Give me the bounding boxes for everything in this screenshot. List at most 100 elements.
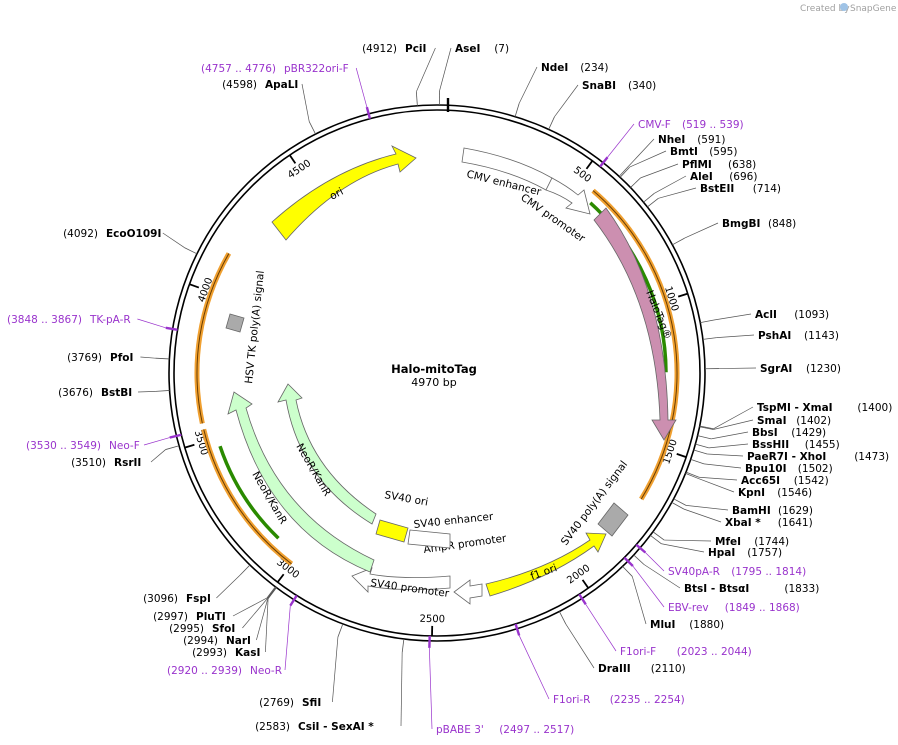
restriction-site[interactable]: BstEII(714) xyxy=(647,183,781,208)
site-leader-line xyxy=(216,574,241,599)
site-name: BtsI - BtsαI xyxy=(684,583,749,595)
site-position: (2994) xyxy=(183,635,218,647)
site-leader-line xyxy=(703,463,742,469)
site-position: (2110) xyxy=(651,663,686,675)
primer-site[interactable]: F1ori-F(2023 .. 2044) xyxy=(578,593,752,658)
primer-site[interactable]: (3848 .. 3867)TK-pA-R xyxy=(7,314,178,331)
site-cut-mark xyxy=(652,531,665,541)
site-name: SfiI xyxy=(302,697,321,709)
primer-leader-line xyxy=(355,67,368,108)
primer-site[interactable]: F1ori-R(2235 .. 2254) xyxy=(514,623,685,706)
tick-mark xyxy=(676,453,687,458)
plasmid-size: 4970 bp xyxy=(411,376,456,389)
site-position: (2997) xyxy=(153,611,188,623)
site-cut-mark xyxy=(699,426,714,430)
restriction-site[interactable]: BbsI(1429) xyxy=(697,427,827,440)
restriction-site[interactable]: TspMI - XmaI(1400) xyxy=(699,402,893,430)
primer-site[interactable]: (3530 .. 3549)Neo-F xyxy=(26,433,182,452)
restriction-site[interactable]: (2583)CsiI - SexAI * xyxy=(255,638,405,733)
primer-site[interactable]: EBV-rev(1849 .. 1868) xyxy=(623,556,800,614)
site-position: (638) xyxy=(728,159,756,171)
restriction-site[interactable]: KpnI(1546) xyxy=(685,472,813,499)
restriction-site[interactable]: BmtI(595) xyxy=(619,146,737,178)
restriction-site[interactable]: SmaI(1402) xyxy=(699,415,832,430)
site-position: (1833) xyxy=(784,583,819,595)
restriction-site[interactable]: (4912)PciI xyxy=(362,43,436,106)
restriction-site[interactable]: NheI(591) xyxy=(618,134,725,177)
site-leader-line xyxy=(301,83,310,122)
restriction-site[interactable]: (2993)KasI xyxy=(192,587,277,659)
restriction-site[interactable]: (2997)PluTI xyxy=(153,586,276,623)
site-cut-mark xyxy=(155,390,170,392)
feature-f1-ori[interactable] xyxy=(485,532,607,597)
primer-site[interactable]: (4757 .. 4776)pBR322ori-F xyxy=(201,63,372,120)
restriction-site[interactable]: SnaBI(340) xyxy=(548,80,657,130)
restriction-site[interactable]: PflMI(638) xyxy=(630,159,756,188)
restriction-site[interactable]: (4598)ApaLI xyxy=(222,79,316,135)
restriction-site[interactable]: HpaI(1757) xyxy=(650,534,782,559)
primer-site[interactable]: CMV-F(519 .. 539) xyxy=(599,119,744,168)
feature-sv40-ori[interactable] xyxy=(375,519,409,543)
restriction-site[interactable]: (4092)EcoO109I xyxy=(63,228,198,255)
feature-sv40-promoter[interactable] xyxy=(351,567,451,593)
feature-halotag[interactable] xyxy=(593,207,677,441)
site-cut-mark xyxy=(266,586,276,599)
site-position: (1230) xyxy=(806,363,841,375)
primer-site[interactable]: SV40pA-R(1795 .. 1814) xyxy=(635,543,806,578)
feature-sv40-ori-label: SV40 ori xyxy=(383,489,429,508)
feature-sv40-polya[interactable] xyxy=(597,502,629,537)
restriction-site[interactable]: BamHI(1629) xyxy=(673,498,813,517)
restriction-site[interactable]: BtsI - BtsαI (1833) xyxy=(633,554,820,595)
site-position: (848) xyxy=(768,218,796,230)
site-name: PfoI xyxy=(110,352,133,364)
restriction-site[interactable]: (2995)SfoI xyxy=(169,586,277,635)
restriction-site[interactable]: NdeI(234) xyxy=(514,62,608,117)
site-name: AleI xyxy=(690,171,713,183)
restriction-site[interactable]: BssHII(1455) xyxy=(695,439,840,451)
restriction-site[interactable]: AleI(696) xyxy=(643,171,758,203)
restriction-site[interactable]: Acc65I(1542) xyxy=(685,471,829,487)
site-name: Bpu10I xyxy=(745,463,787,475)
restriction-site[interactable]: AseI(7) xyxy=(438,43,509,106)
restriction-site[interactable]: SgrAI(1230) xyxy=(704,363,841,375)
feature-sv40-enhancer[interactable] xyxy=(407,529,451,549)
restriction-site[interactable]: (2769)SfiI xyxy=(259,623,344,709)
feature-ampr-promoter[interactable] xyxy=(453,579,483,605)
restriction-site[interactable]: MfeI(1744) xyxy=(652,531,789,548)
site-leader-line xyxy=(628,138,655,167)
restriction-site[interactable]: DraIII(2110) xyxy=(558,611,686,675)
feature-ori[interactable] xyxy=(271,145,417,241)
primer-position: (2497 .. 2517) xyxy=(499,724,574,736)
restriction-site[interactable]: (3676)BstBI xyxy=(58,387,170,399)
restriction-site[interactable]: (3769)PfoI xyxy=(67,352,170,364)
backbone-outer-ring xyxy=(168,104,706,642)
restriction-site[interactable]: (3096)FspI xyxy=(143,564,251,605)
restriction-site[interactable]: BmgBI(848) xyxy=(672,218,796,246)
restriction-site[interactable]: (3510)RsrII xyxy=(71,445,180,469)
site-name: NarI xyxy=(226,635,251,647)
site-cut-mark xyxy=(695,443,709,449)
restriction-site[interactable]: PshAI(1143) xyxy=(702,330,839,342)
site-leader-line xyxy=(711,431,749,440)
restriction-site[interactable]: PaeR7I - XhoI(1473) xyxy=(693,449,889,463)
restriction-site[interactable]: MluI(1880) xyxy=(622,566,725,631)
site-position: (1143) xyxy=(804,330,839,342)
site-leader-line xyxy=(718,367,757,369)
feature-f1-ori-label: f1 ori xyxy=(529,562,559,583)
feature-sv40-enhancer-label: SV40 enhancer xyxy=(413,511,494,531)
primer-site[interactable]: (2920 .. 2939)Neo-R xyxy=(167,594,298,677)
restriction-site[interactable]: XbaI *(1641) xyxy=(671,502,813,529)
restriction-site[interactable]: AclI(1093) xyxy=(700,309,829,324)
primer-site[interactable]: pBABE 3'(2497 .. 2517) xyxy=(428,635,574,736)
primer-position: (1849 .. 1868) xyxy=(725,602,800,614)
site-position: (4598) xyxy=(222,79,257,91)
restriction-site[interactable]: Bpu10I(1502) xyxy=(690,458,833,475)
primer-leader-line xyxy=(429,647,433,730)
site-position: (340) xyxy=(628,80,656,92)
feature-hsv-tk-polya[interactable] xyxy=(225,313,245,333)
feature-neor-kanr-inner[interactable] xyxy=(277,383,377,525)
feature-neor-kanr-outer[interactable] xyxy=(227,391,375,573)
primer-mark xyxy=(514,623,521,636)
site-leader-line xyxy=(631,576,647,625)
feature-cmv-promoter[interactable] xyxy=(545,177,591,215)
